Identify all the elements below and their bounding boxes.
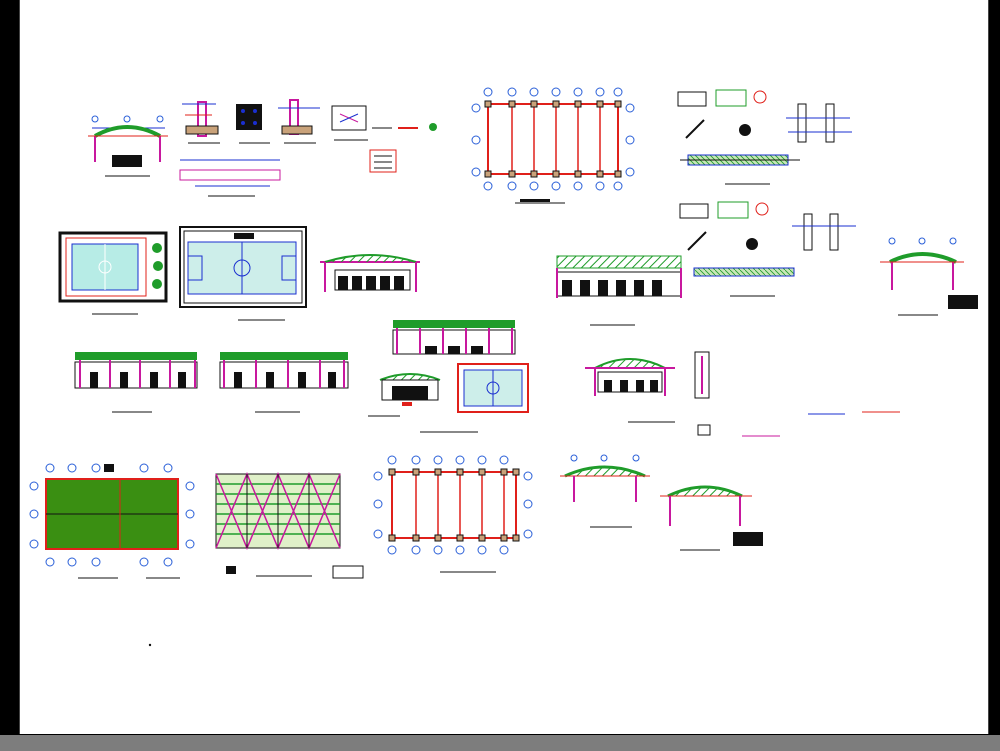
- section-far-right: [880, 237, 978, 316]
- site-plan-1: [58, 231, 168, 315]
- details-right-mid: [679, 201, 856, 297]
- elevation-row-1: [74, 352, 198, 413]
- roof-framing-plan: [215, 472, 364, 579]
- section-right-mid: [585, 358, 675, 423]
- detail-box: [331, 105, 368, 141]
- site-plan-2: [179, 226, 307, 321]
- elevation-row-2: [219, 352, 349, 413]
- detail-small-parts: [179, 123, 437, 197]
- detail-vertical: [694, 351, 900, 437]
- section-bottom-2: [148, 485, 763, 647]
- section-top-left: [88, 115, 168, 177]
- elevation-a: [320, 254, 420, 292]
- plan-grid-bottom: [373, 455, 533, 573]
- section-bottom-1: [560, 454, 650, 528]
- plan-grid-top: [471, 87, 635, 204]
- elevation-mid: [392, 320, 516, 355]
- detail-plate: [236, 104, 270, 144]
- field-plan-bottom: [29, 463, 195, 579]
- detail-column-2: [278, 99, 320, 144]
- elevation-long: [556, 255, 682, 326]
- section-small-mid: [368, 373, 478, 433]
- details-right-top: [677, 89, 852, 185]
- court-plan-mid: [457, 363, 529, 413]
- status-bar: [0, 735, 1000, 751]
- detail-column-1: [182, 101, 220, 144]
